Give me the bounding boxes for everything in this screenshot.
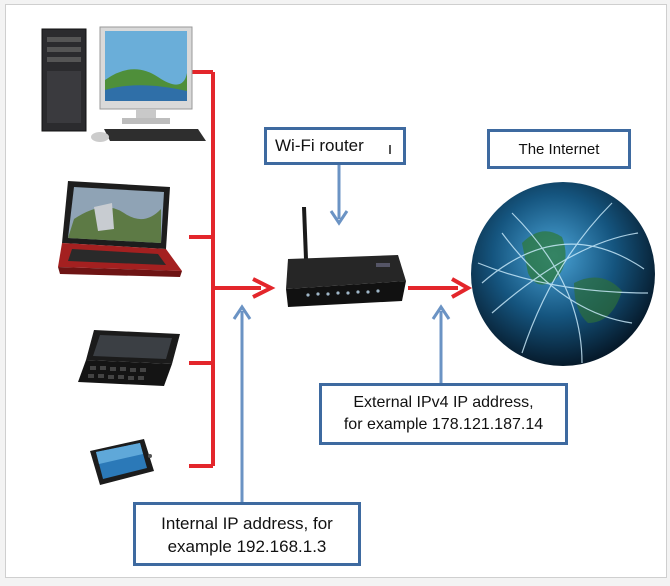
smartphone-icon [90, 439, 154, 485]
globe-icon [471, 182, 655, 366]
wifi-router-label: Wi-Fi router [275, 136, 364, 155]
external-ip-label-box: External IPv4 IP address, for example 17… [319, 383, 568, 445]
external-ip-label-line1: External IPv4 IP address, [353, 394, 534, 411]
callout-external-ip-arrow [431, 304, 451, 383]
wifi-router-label-box: Wi-Fi router [264, 127, 406, 165]
internet-label: The Internet [518, 141, 600, 158]
arrow-to-internet [408, 277, 473, 299]
desktop-computer-icon [41, 26, 206, 142]
label-tick-mark [389, 145, 391, 154]
network-diagram: Wi-Fi router The Internet External IPv4 … [5, 4, 667, 578]
callout-router-arrow [329, 165, 349, 226]
laptop-icon [58, 181, 182, 277]
slide-out-keyboard-phone-icon [78, 330, 180, 386]
internal-ip-label-box: Internal IP address, for example 192.168… [133, 502, 361, 566]
internal-ip-label-line2: example 192.168.1.3 [167, 537, 327, 556]
internal-ip-label-line1: Internal IP address, for [161, 514, 333, 533]
callout-internal-ip-arrow [232, 304, 252, 502]
arrow-to-router [213, 277, 276, 299]
internet-label-box: The Internet [487, 129, 631, 169]
wifi-router-icon [286, 207, 406, 307]
device-bus [189, 70, 215, 468]
external-ip-label-line2: for example 178.121.187.14 [343, 416, 544, 433]
connection-lines [189, 70, 473, 502]
